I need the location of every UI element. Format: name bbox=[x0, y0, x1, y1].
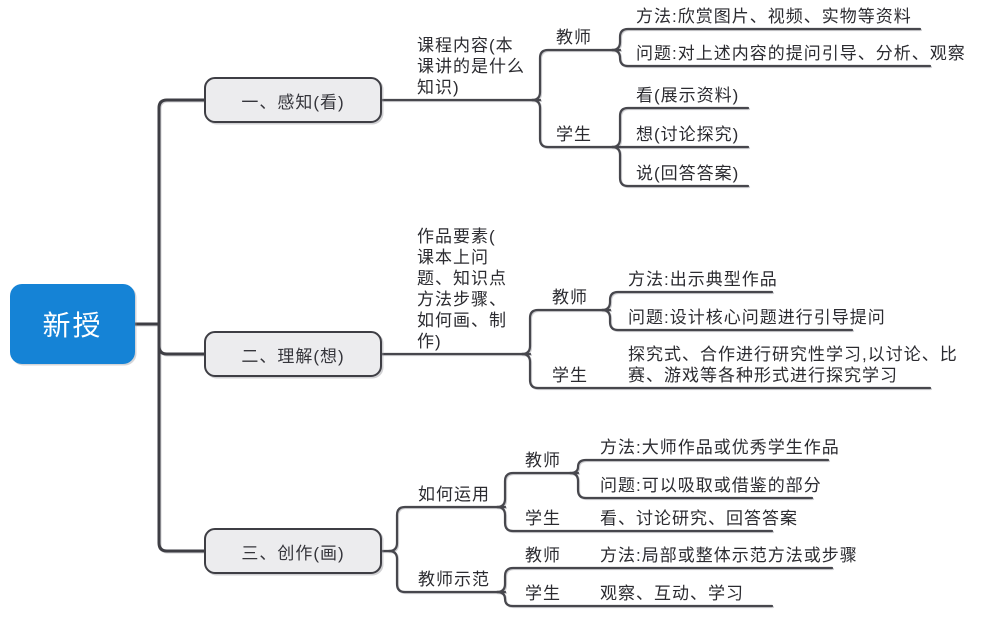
teacher-label-3b[interactable]: 教师 bbox=[525, 546, 561, 565]
leaf-method-3a[interactable]: 方法:大师作品或优秀学生作品 bbox=[600, 438, 840, 457]
student-label-3a[interactable]: 学生 bbox=[525, 509, 561, 528]
leaf-think-1[interactable]: 想(讨论探究) bbox=[636, 125, 740, 144]
leaf-method-3b[interactable]: 方法:局部或整体示范方法或步骤 bbox=[600, 546, 858, 565]
leaf-question-1[interactable]: 问题:对上述内容的提问引导、分析、观察 bbox=[636, 44, 966, 63]
teacher-label-2[interactable]: 教师 bbox=[552, 288, 588, 307]
student-label-1[interactable]: 学生 bbox=[556, 125, 592, 144]
topic-course-content[interactable]: 课程内容(本 课讲的是什么 知识) bbox=[417, 36, 525, 97]
teacher-label-1[interactable]: 教师 bbox=[556, 28, 592, 47]
leaf-observe-3b[interactable]: 观察、互动、学习 bbox=[600, 584, 744, 603]
student-label-3b[interactable]: 学生 bbox=[525, 584, 561, 603]
leaf-inquiry-2[interactable]: 探究式、合作进行研究性学习,以讨论、比 赛、游戏等各种形式进行探究学习 bbox=[628, 345, 958, 385]
topic-work-elements[interactable]: 作品要素( 课本上问 题、知识点 方法步骤、 如何画、制 作) bbox=[417, 227, 507, 351]
leaf-question-3a[interactable]: 问题:可以吸取或借鉴的部分 bbox=[600, 476, 822, 495]
student-label-2[interactable]: 学生 bbox=[552, 366, 588, 385]
root-node[interactable]: 新授 bbox=[10, 284, 135, 364]
leaf-say-1[interactable]: 说(回答答案) bbox=[636, 164, 740, 183]
leaf-discuss-3a[interactable]: 看、讨论研究、回答答案 bbox=[600, 509, 798, 528]
branch-node-perceive[interactable]: 一、感知(看) bbox=[204, 77, 382, 123]
teacher-label-3a[interactable]: 教师 bbox=[525, 451, 561, 470]
leaf-method-2[interactable]: 方法:出示典型作品 bbox=[628, 270, 778, 289]
leaf-method-1[interactable]: 方法:欣赏图片、视频、实物等资料 bbox=[636, 7, 912, 26]
topic-teacher-demo[interactable]: 教师示范 bbox=[418, 570, 490, 589]
leaf-question-2[interactable]: 问题:设计核心问题进行引导提问 bbox=[628, 308, 886, 327]
leaf-look-1[interactable]: 看(展示资料) bbox=[636, 86, 740, 105]
branch-node-create[interactable]: 三、创作(画) bbox=[204, 528, 382, 574]
branch-node-understand[interactable]: 二、理解(想) bbox=[204, 331, 382, 377]
topic-how-to-apply[interactable]: 如何运用 bbox=[418, 485, 490, 504]
